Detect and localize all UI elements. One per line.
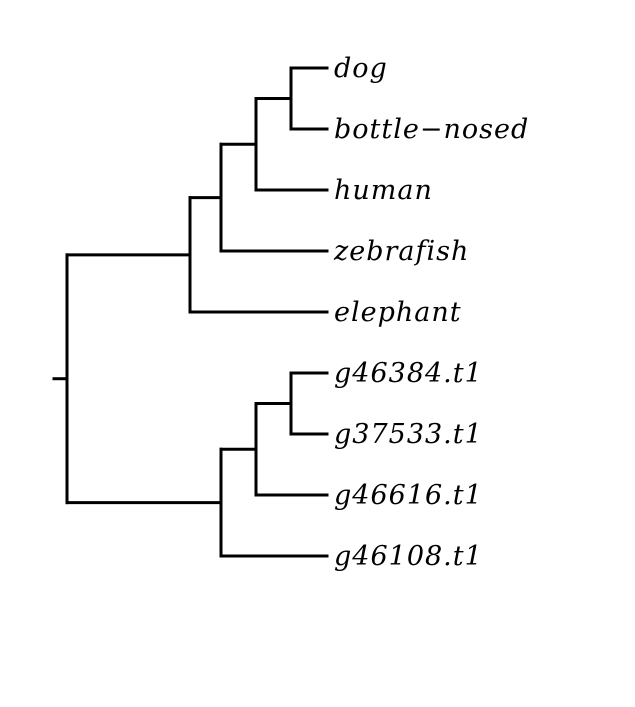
leaf-label: g46384.t1 [334,358,483,389]
leaf-label: g46616.t1 [334,480,483,511]
leaf-label: dog [334,53,388,84]
leaf-label: zebrafish [333,236,469,267]
tree-branches [52,66,329,558]
leaf-label: human [334,175,433,206]
leaf-label: g46108.t1 [334,541,483,572]
leaf-label: elephant [334,297,462,328]
leaf-labels: dog bottle−nosed human zebrafish elephant g46… [333,53,529,572]
leaf-label: bottle−nosed [334,114,529,145]
leaf-label: g37533.t1 [334,419,483,450]
